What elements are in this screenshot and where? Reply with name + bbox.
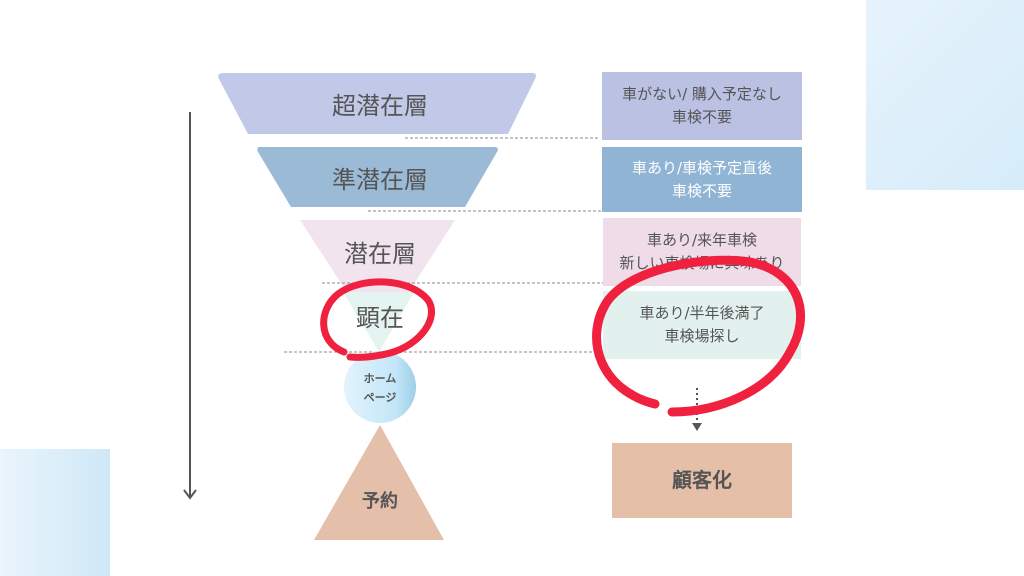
- description-line: 新しい車検場に興味あり: [619, 254, 785, 272]
- decorative-panel-top-right: [866, 0, 1024, 190]
- funnel-layer-super-latent: [218, 73, 536, 134]
- description-line: 車がない/ 購入予定なし: [622, 85, 782, 103]
- customer-conversion-box: 顧客化: [672, 468, 732, 492]
- homepage-circle: [344, 351, 416, 423]
- customer-box-bg: [612, 443, 792, 518]
- funnel-label-semi-latent: 準潜在層: [332, 166, 428, 194]
- description-line: 車検不要: [671, 181, 732, 200]
- reservation-triangle: [314, 425, 444, 540]
- arrow-down-icon: [692, 423, 702, 431]
- reservation-label: 予約: [362, 491, 398, 512]
- description-semi-latent: 車あり/車検予定直後 車検不要: [602, 147, 802, 212]
- description-line: 車あり/車検予定直後: [631, 158, 773, 177]
- funnel-label-super-latent: 超潜在層: [332, 92, 428, 120]
- funnel-layer-semi-latent: [257, 147, 498, 207]
- description-box-bg: [602, 147, 802, 212]
- description-super-latent: 車がない/ 購入予定なし 車検不要: [602, 72, 802, 140]
- funnel-label-manifest: 顕在: [356, 304, 404, 332]
- flow-arrow-head-icon: [183, 489, 197, 500]
- description-box-bg: [602, 72, 802, 140]
- description-manifest: 車あり/半年後満了 車検場探し: [603, 291, 801, 359]
- description-line: 車あり/半年後満了: [639, 304, 765, 322]
- description-line: 車検場探し: [664, 327, 740, 345]
- decorative-panel-bottom-left: [0, 449, 110, 576]
- funnel-label-latent: 潜在層: [344, 240, 416, 268]
- description-latent: 車あり/来年車検 新しい車検場に興味あり: [603, 218, 801, 286]
- description-line: 車検不要: [671, 108, 732, 126]
- description-line: 車あり/来年車検: [646, 231, 758, 249]
- homepage-label-line1: ホーム: [363, 372, 397, 385]
- homepage-label-line2: ページ: [363, 391, 397, 404]
- homepage-label: ホーム ページ: [340, 369, 420, 407]
